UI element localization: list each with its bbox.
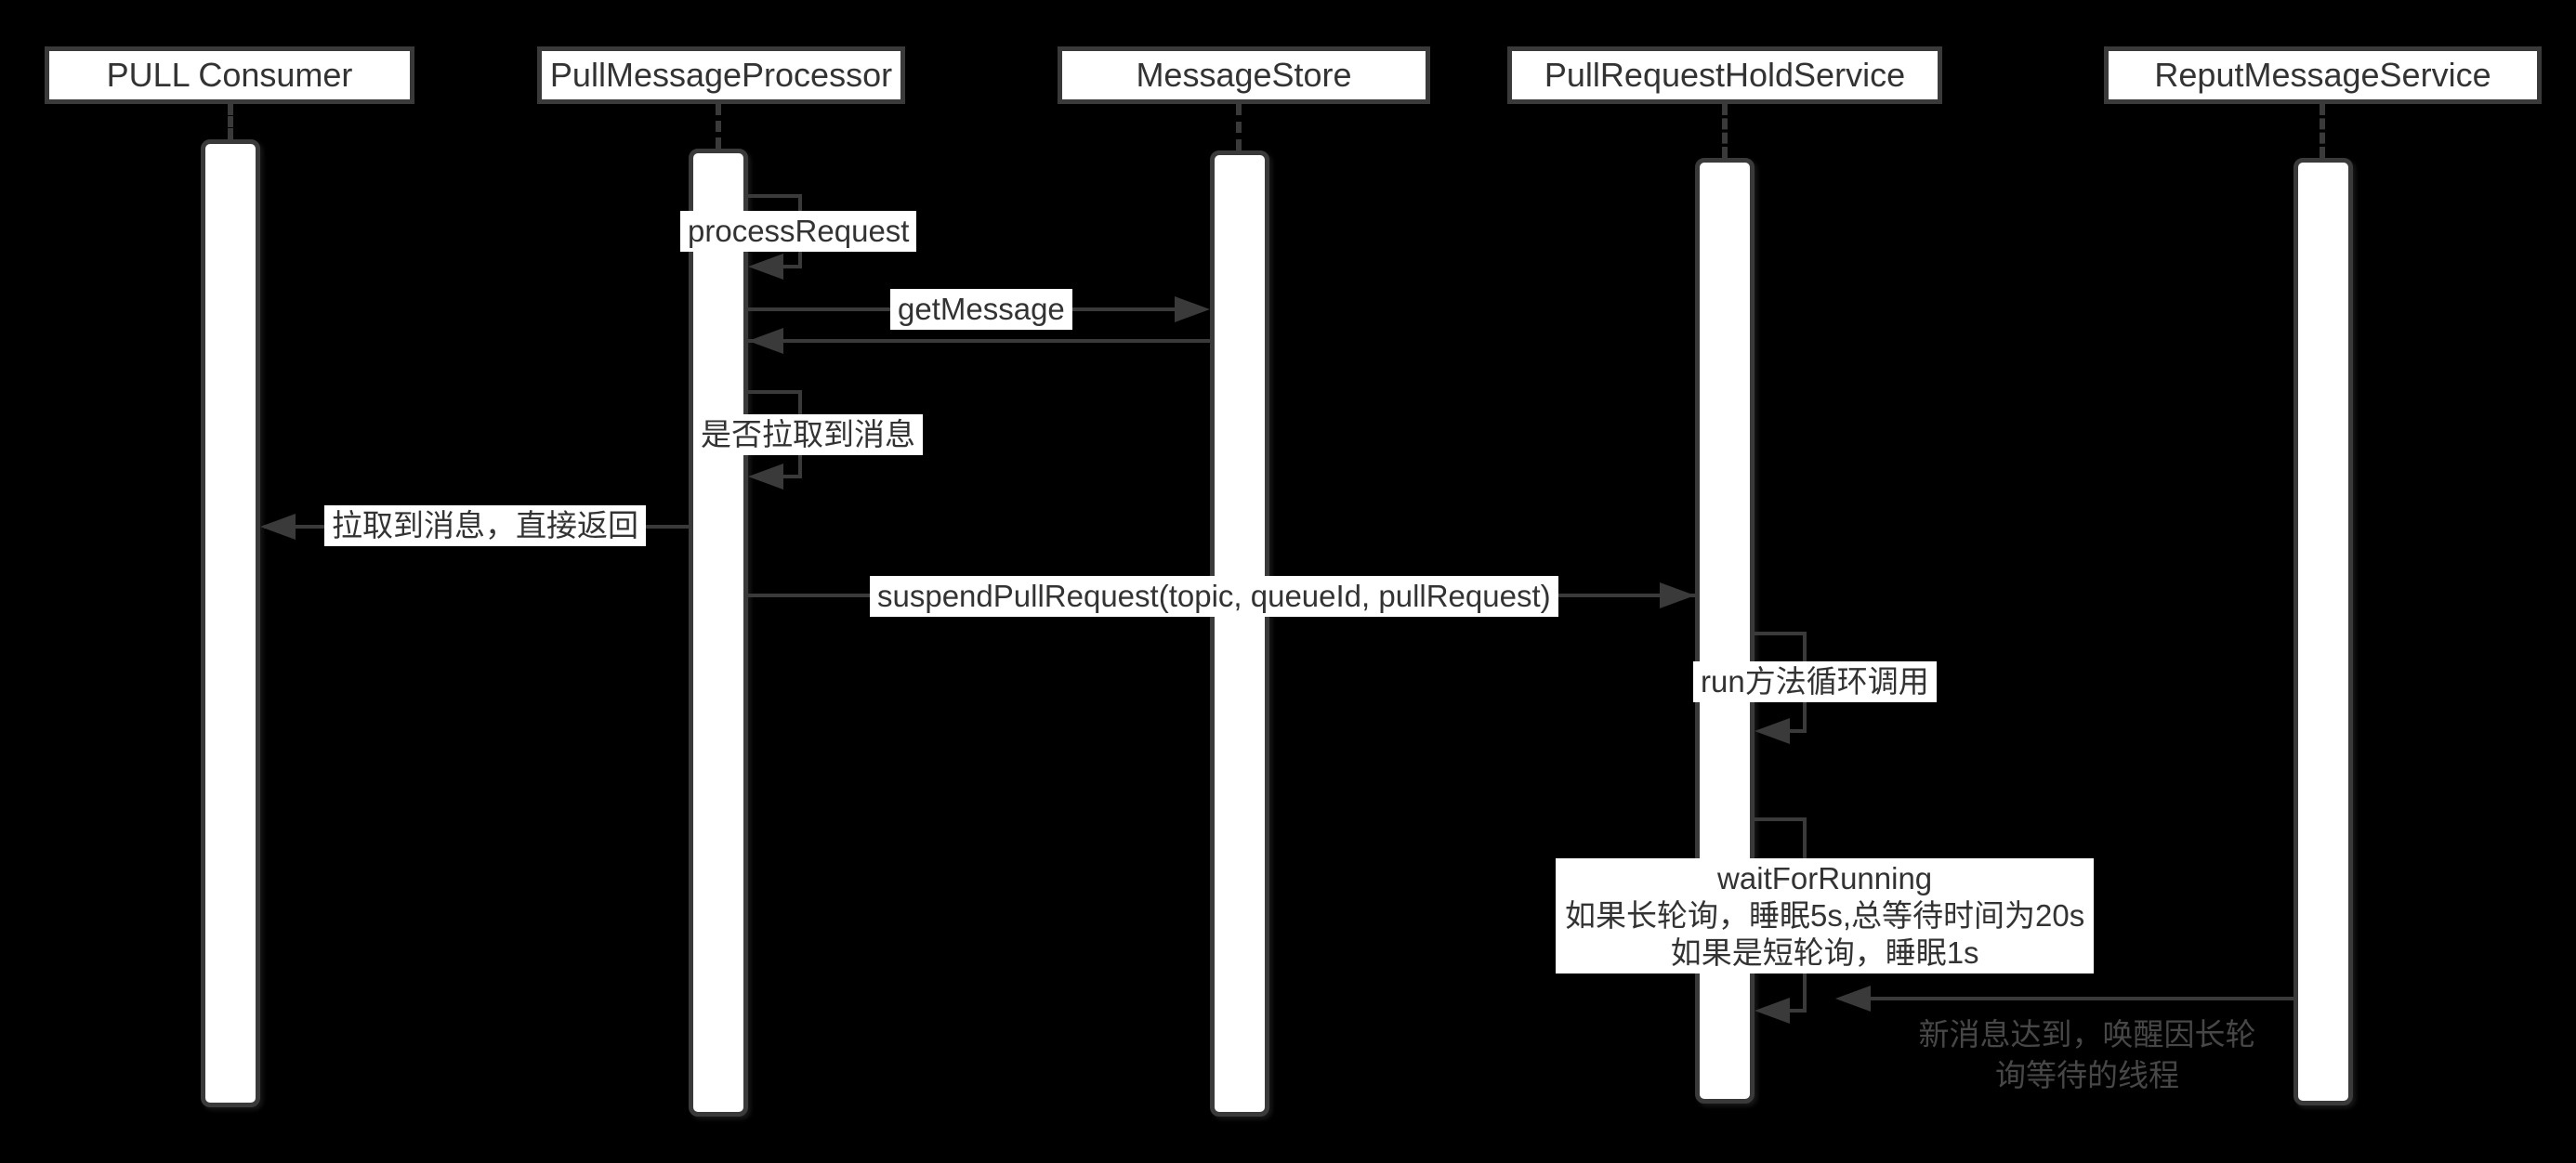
message-label-new-message-arrived: 新消息达到，唤醒因长轮 询等待的线程	[1901, 1014, 2273, 1096]
arrowhead-left-icon	[1835, 986, 1871, 1012]
message-line	[1868, 997, 2293, 1000]
message-label-is-message-pulled: 是否拉取到消息	[693, 414, 923, 455]
activation-bar-reput-message-service	[2293, 158, 2353, 1105]
self-call-top-line	[748, 390, 802, 394]
arrowhead-left-icon	[748, 464, 783, 490]
message-label-process-request: processRequest	[680, 211, 917, 252]
participant-pull-message-processor: PullMessageProcessor	[537, 46, 905, 104]
participant-reput-message-service: ReputMessageService	[2104, 46, 2542, 104]
message-label-pulled-return: 拉取到消息，直接返回	[324, 505, 646, 546]
lifeline-message-store	[1236, 104, 1242, 150]
lifeline-pull-consumer	[228, 104, 233, 139]
lifeline-reput-message-service	[2320, 104, 2325, 158]
self-call-bottom-line	[1786, 1009, 1807, 1013]
message-label-suspend-pull-request: suspendPullRequest(topic, queueId, pullR…	[870, 576, 1558, 617]
arrowhead-left-icon	[260, 514, 296, 540]
wait-for-running-short-polling: 如果是短轮询，睡眠1s	[1670, 935, 1979, 970]
self-call-top-line	[748, 194, 802, 198]
participant-pull-consumer: PULL Consumer	[45, 46, 414, 104]
participant-message-store: MessageStore	[1058, 46, 1430, 104]
new-message-arrived-line1: 新消息达到，唤醒因长轮	[1918, 1017, 2256, 1052]
self-call-top-line	[1755, 817, 1807, 821]
message-label-run-loop: run方法循环调用	[1693, 661, 1937, 702]
wait-for-running-long-polling: 如果长轮询，睡眠5s,总等待时间为20s	[1565, 898, 2085, 933]
arrowhead-left-icon	[748, 328, 783, 354]
lifeline-pull-message-processor	[716, 104, 721, 149]
message-label-get-message: getMessage	[890, 289, 1072, 330]
lifeline-pull-request-hold-service	[1722, 104, 1728, 158]
activation-bar-message-store	[1210, 150, 1269, 1117]
arrowhead-right-icon	[1660, 582, 1695, 608]
self-call-bottom-line	[1786, 729, 1807, 733]
activation-bar-pull-consumer	[201, 139, 260, 1107]
wait-for-running-title: waitForRunning	[1717, 861, 1933, 895]
arrowhead-left-icon	[748, 254, 783, 280]
activation-bar-pull-message-processor	[689, 149, 748, 1117]
self-call-bottom-line	[781, 265, 802, 268]
return-line	[748, 339, 1210, 343]
self-call-top-line	[1755, 632, 1807, 635]
participant-pull-request-hold-service: PullRequestHoldService	[1507, 46, 1942, 104]
self-call-bottom-line	[781, 475, 802, 478]
arrowhead-left-icon	[1755, 998, 1790, 1024]
arrowhead-right-icon	[1175, 296, 1210, 322]
message-label-wait-for-running: waitForRunning 如果长轮询，睡眠5s,总等待时间为20s 如果是短…	[1556, 858, 2095, 974]
arrowhead-left-icon	[1755, 718, 1790, 744]
new-message-arrived-line2: 询等待的线程	[1995, 1058, 2179, 1092]
